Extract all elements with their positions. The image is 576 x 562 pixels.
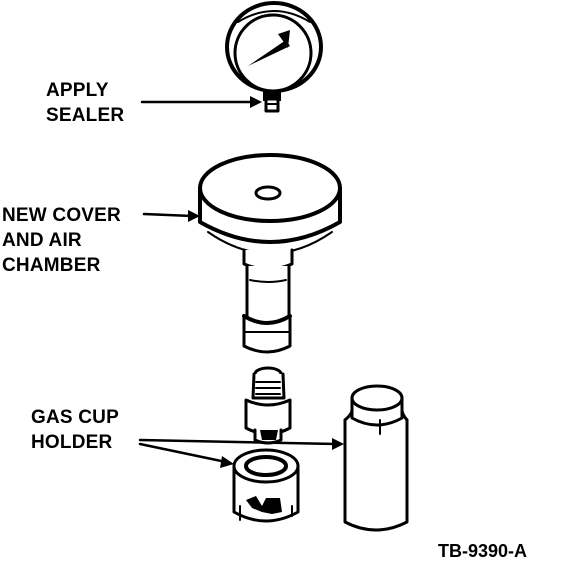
apply-sealer-line-2: SEALER: [46, 105, 125, 126]
gas-cup-holder-line-1: GAS CUP: [31, 407, 119, 428]
gas-cup: [343, 384, 409, 532]
cover-and-air-chamber: [198, 153, 342, 354]
figure-reference: TB-9390-A: [438, 541, 528, 561]
gas-cup-holder-label: GAS CUP HOLDER: [31, 405, 119, 455]
new-cover-line-2: AND AIR: [2, 230, 82, 251]
new-cover-label: NEW COVER AND AIR CHAMBER: [2, 203, 121, 278]
leader-lines: [138, 100, 338, 464]
pressure-gauge: [225, 1, 323, 113]
arrowheads: [188, 96, 344, 468]
apply-sealer-label: APPLY SEALER: [46, 78, 124, 128]
gas-cup-holder-line-2: HOLDER: [31, 432, 113, 453]
threaded-fitting: [244, 366, 292, 445]
gas-cup-holder-ring: [232, 448, 300, 523]
apply-sealer-line-1: APPLY: [46, 80, 109, 101]
new-cover-line-3: CHAMBER: [2, 255, 101, 276]
new-cover-line-1: NEW COVER: [2, 205, 121, 226]
